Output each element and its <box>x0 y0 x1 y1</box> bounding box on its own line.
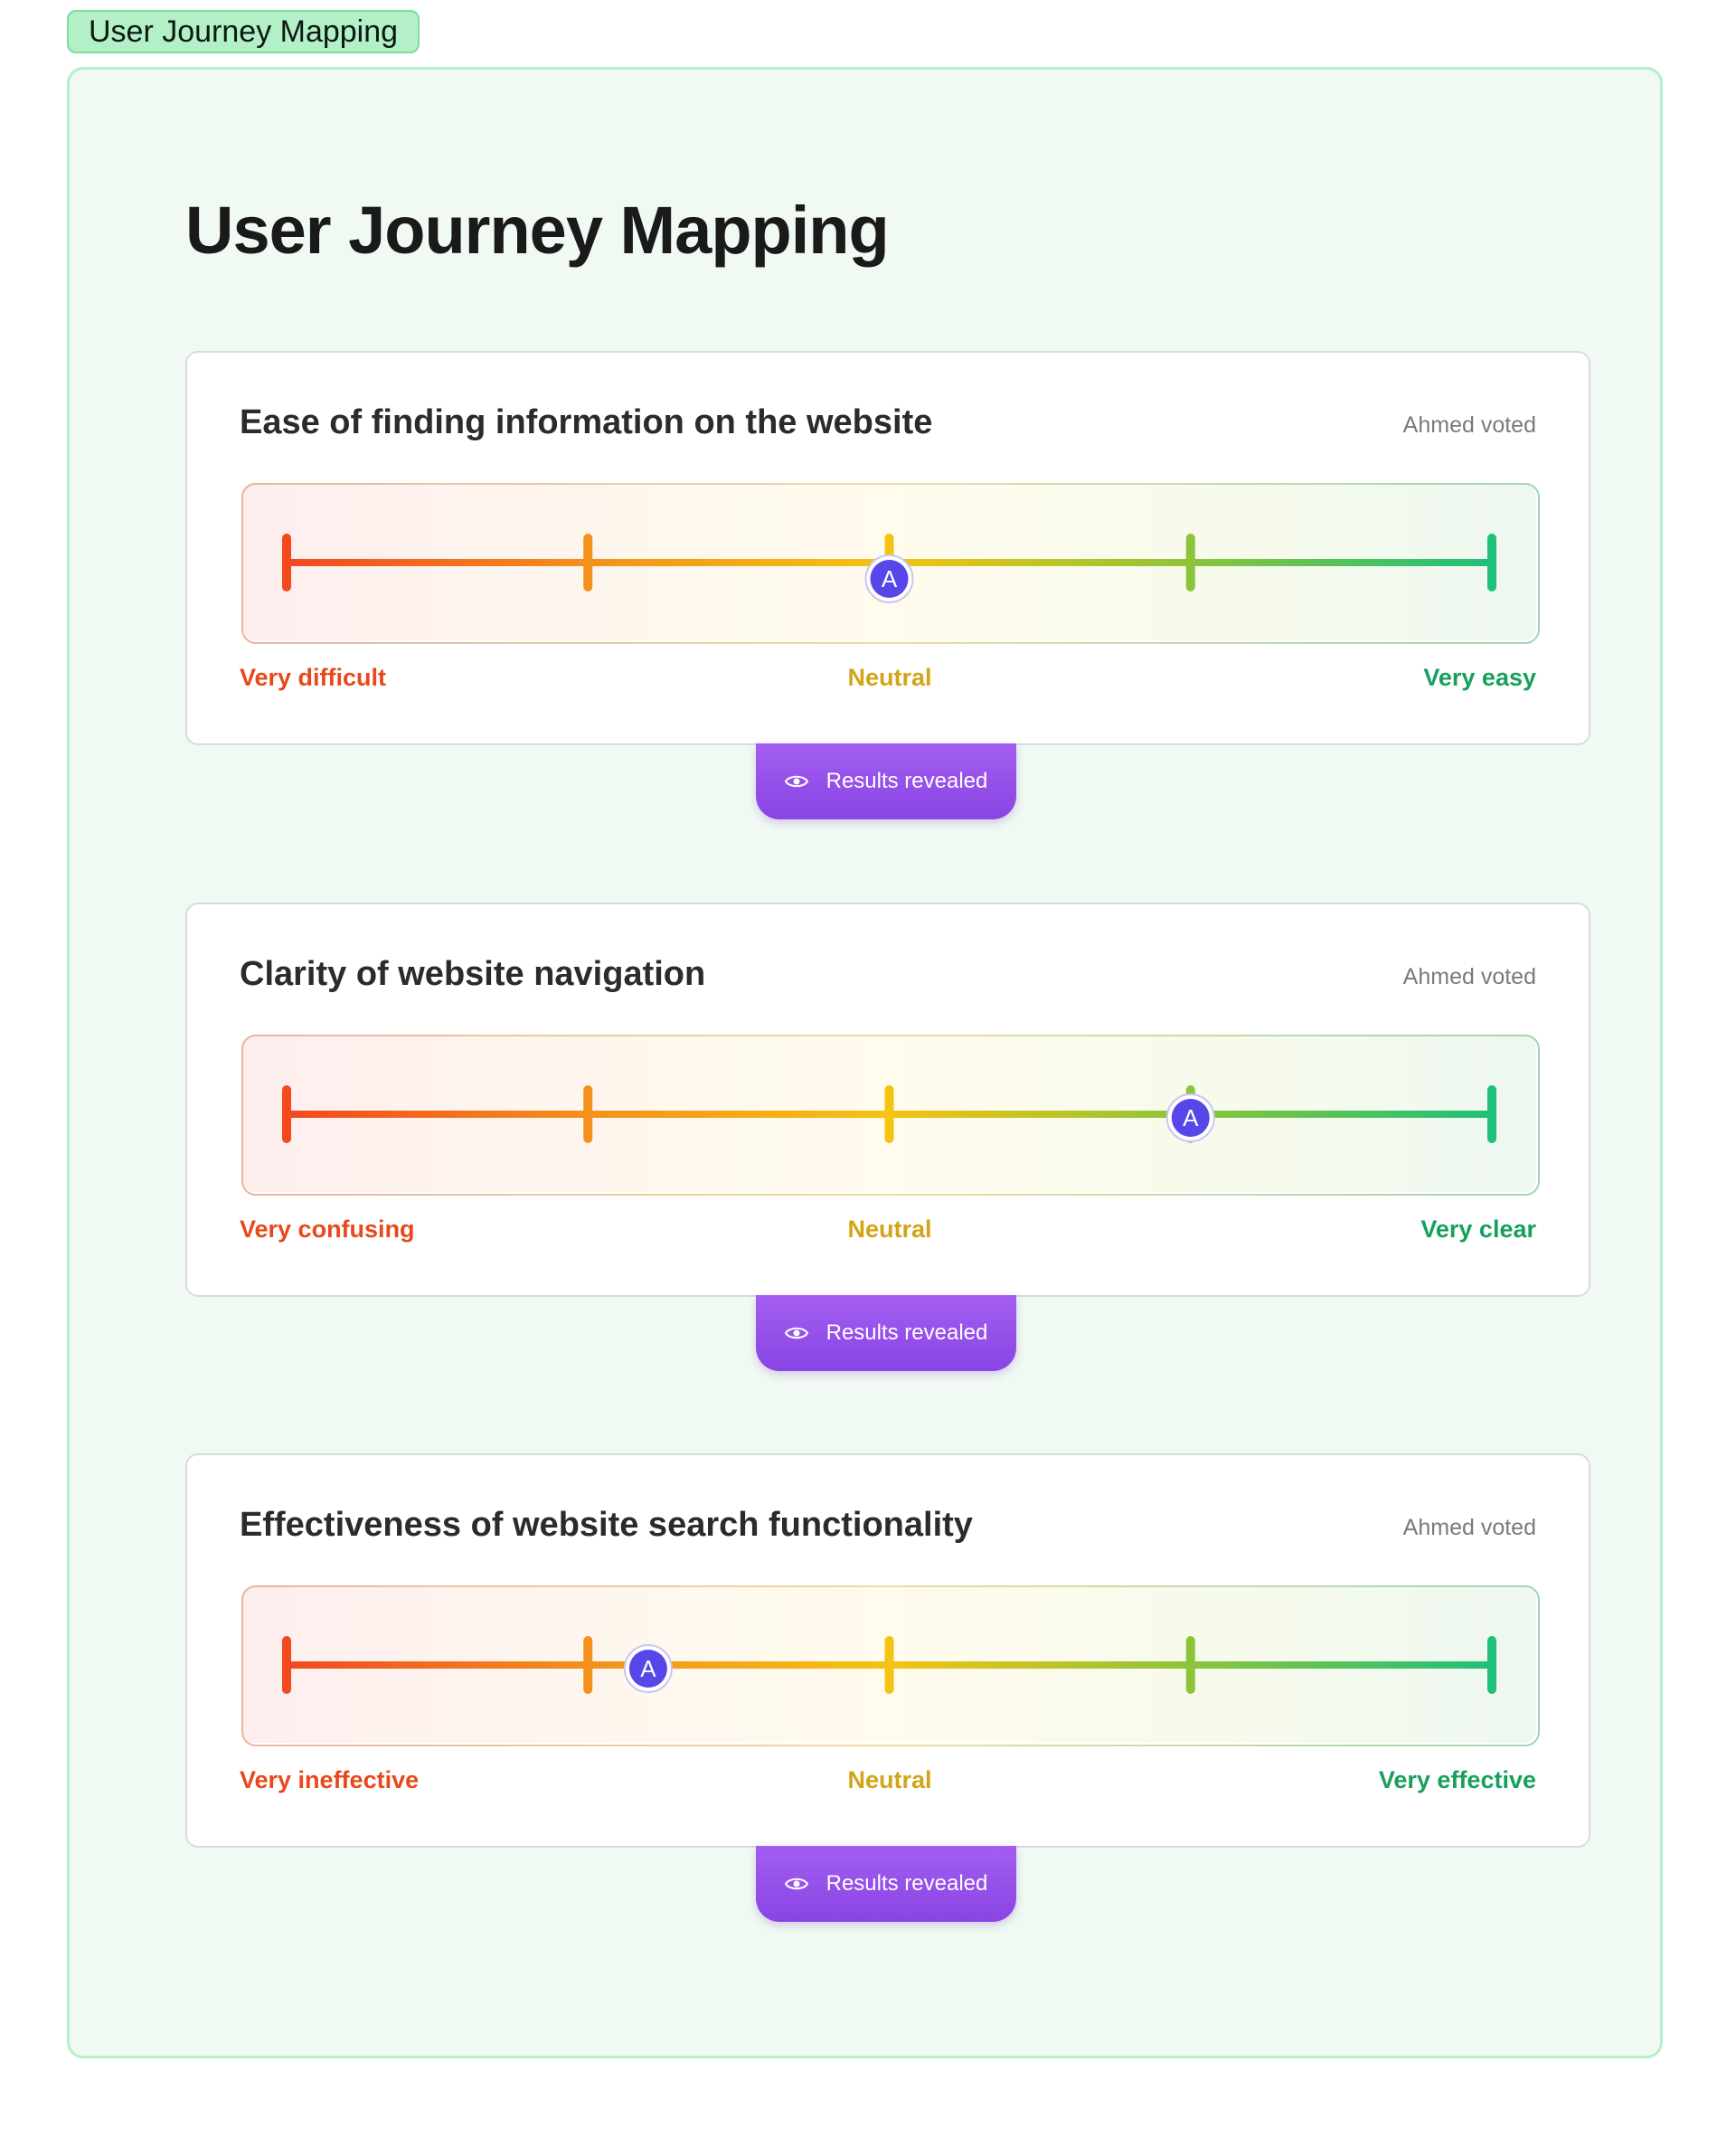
scale-track[interactable]: A <box>241 1585 1540 1746</box>
eye-icon <box>784 775 808 788</box>
results-revealed-label: Results revealed <box>826 1871 988 1896</box>
results-revealed-button[interactable]: Results revealed <box>756 1295 1016 1371</box>
scale-frame <box>241 1035 1540 1196</box>
scale-tick[interactable] <box>583 1085 593 1143</box>
scale-label-max: Very effective <box>1378 1766 1536 1793</box>
voted-status: Ahmed voted <box>1402 964 1536 989</box>
rating-scale[interactable]: A <box>240 481 1540 644</box>
scale-tick[interactable] <box>1487 1636 1496 1694</box>
scale-label-max: Very clear <box>1420 1216 1536 1243</box>
scale-tick[interactable] <box>282 1085 291 1143</box>
scale-label-neutral: Neutral <box>847 1766 932 1793</box>
scale-tick[interactable] <box>884 1636 894 1694</box>
rating-card: Effectiveness of website search function… <box>185 1453 1590 1848</box>
vote-marker-initial: A <box>640 1655 656 1682</box>
card-title: Ease of finding information on the websi… <box>240 403 933 441</box>
results-revealed-label: Results revealed <box>826 1320 988 1345</box>
scale-label-max: Very easy <box>1423 664 1536 691</box>
eye-icon <box>784 1327 808 1339</box>
scale-track[interactable]: A <box>241 1035 1540 1196</box>
results-revealed-label: Results revealed <box>826 769 988 793</box>
vote-marker[interactable]: A <box>1165 1093 1215 1142</box>
scale-frame <box>241 1585 1540 1746</box>
eye-icon <box>784 1878 808 1890</box>
results-revealed-button[interactable]: Results revealed <box>756 1846 1016 1922</box>
vote-marker-initial: A <box>1183 1104 1199 1131</box>
scale-tick[interactable] <box>884 1085 894 1143</box>
scale-frame <box>241 483 1540 644</box>
frame-tag[interactable]: User Journey Mapping <box>67 10 420 53</box>
scale-tick[interactable] <box>282 534 291 591</box>
scale-label-min: Very confusing <box>240 1216 415 1243</box>
scale-track[interactable]: A <box>241 483 1540 644</box>
vote-marker[interactable]: A <box>623 1644 673 1693</box>
rating-card: Ease of finding information on the websi… <box>185 351 1590 745</box>
vote-marker-initial: A <box>882 565 898 592</box>
scale-tick[interactable] <box>1487 534 1496 591</box>
scale-tick[interactable] <box>282 1636 291 1694</box>
page-title: User Journey Mapping <box>185 193 890 268</box>
voted-status: Ahmed voted <box>1402 1515 1536 1540</box>
scale-label-min: Very difficult <box>240 664 387 691</box>
voted-status: Ahmed voted <box>1402 412 1536 438</box>
card-title: Effectiveness of website search function… <box>240 1506 973 1544</box>
results-revealed-button[interactable]: Results revealed <box>756 743 1016 819</box>
scale-tick[interactable] <box>583 1636 593 1694</box>
scale-label-neutral: Neutral <box>847 664 932 691</box>
scale-tick[interactable] <box>1185 1636 1195 1694</box>
rating-scale[interactable]: A <box>240 1584 1540 1746</box>
rating-card: Clarity of website navigation Ahmed vote… <box>185 903 1590 1297</box>
scale-label-min: Very ineffective <box>240 1766 420 1793</box>
card-title: Clarity of website navigation <box>240 955 706 993</box>
rating-scale[interactable]: A <box>240 1033 1540 1196</box>
scale-tick[interactable] <box>1487 1085 1496 1143</box>
scale-tick[interactable] <box>1185 534 1195 591</box>
scale-label-neutral: Neutral <box>847 1216 932 1243</box>
scale-tick[interactable] <box>583 534 593 591</box>
vote-marker[interactable]: A <box>864 554 914 603</box>
